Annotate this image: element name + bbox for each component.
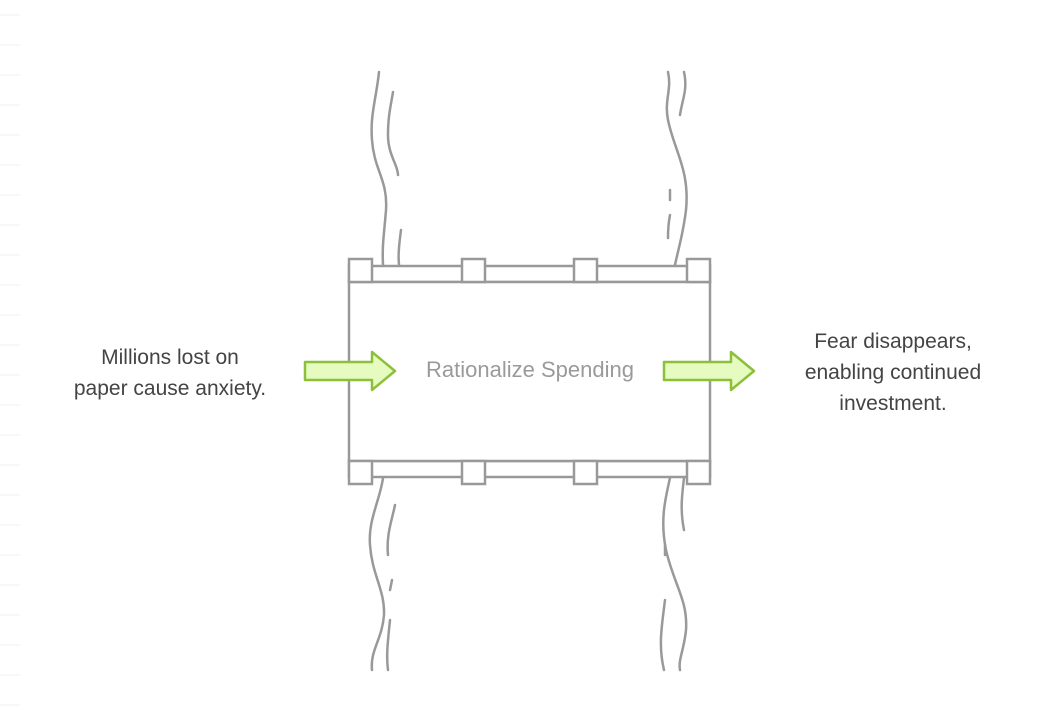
background-guides [0, 14, 20, 706]
output-text-line: investment. [839, 392, 947, 415]
output-arrow-icon [662, 350, 756, 392]
pipe-coupling [347, 257, 712, 486]
input-text: Millions lost on paper cause anxiety. [40, 342, 300, 404]
output-text-line: Fear disappears, [814, 330, 972, 353]
input-arrow-icon [303, 350, 397, 392]
process-label: Rationalize Spending [426, 357, 634, 382]
input-text-line: Millions lost on [101, 346, 239, 369]
pipe-lines [368, 70, 688, 672]
output-text: Fear disappears, enabling continued inve… [763, 326, 1023, 419]
output-text-line: enabling continued [804, 361, 982, 384]
input-text-line: paper cause anxiety. [73, 377, 267, 400]
